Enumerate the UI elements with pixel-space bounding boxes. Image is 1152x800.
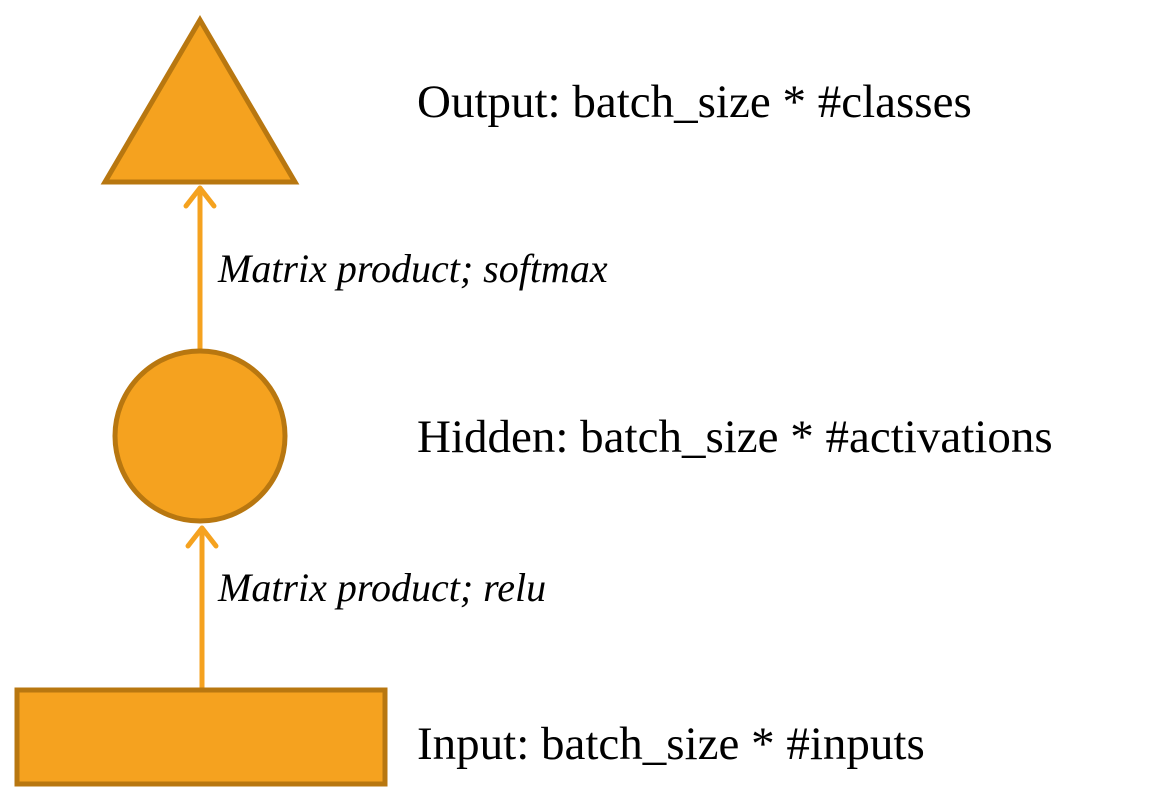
output-layer-triangle xyxy=(100,15,300,185)
hidden-layer-label: Hidden: batch_size * #activations xyxy=(417,411,1053,463)
input-layer-label: Input: batch_size * #inputs xyxy=(417,718,925,770)
edge-label-relu: Matrix product; relu xyxy=(217,565,546,610)
edge-label-softmax: Matrix product; softmax xyxy=(217,246,608,291)
output-layer-label: Output: batch_size * #classes xyxy=(417,76,972,128)
arrow-hidden-to-output xyxy=(183,185,217,350)
arrow-input-to-hidden xyxy=(185,525,219,690)
input-layer-rectangle xyxy=(14,687,388,787)
hidden-layer-circle xyxy=(112,348,288,524)
